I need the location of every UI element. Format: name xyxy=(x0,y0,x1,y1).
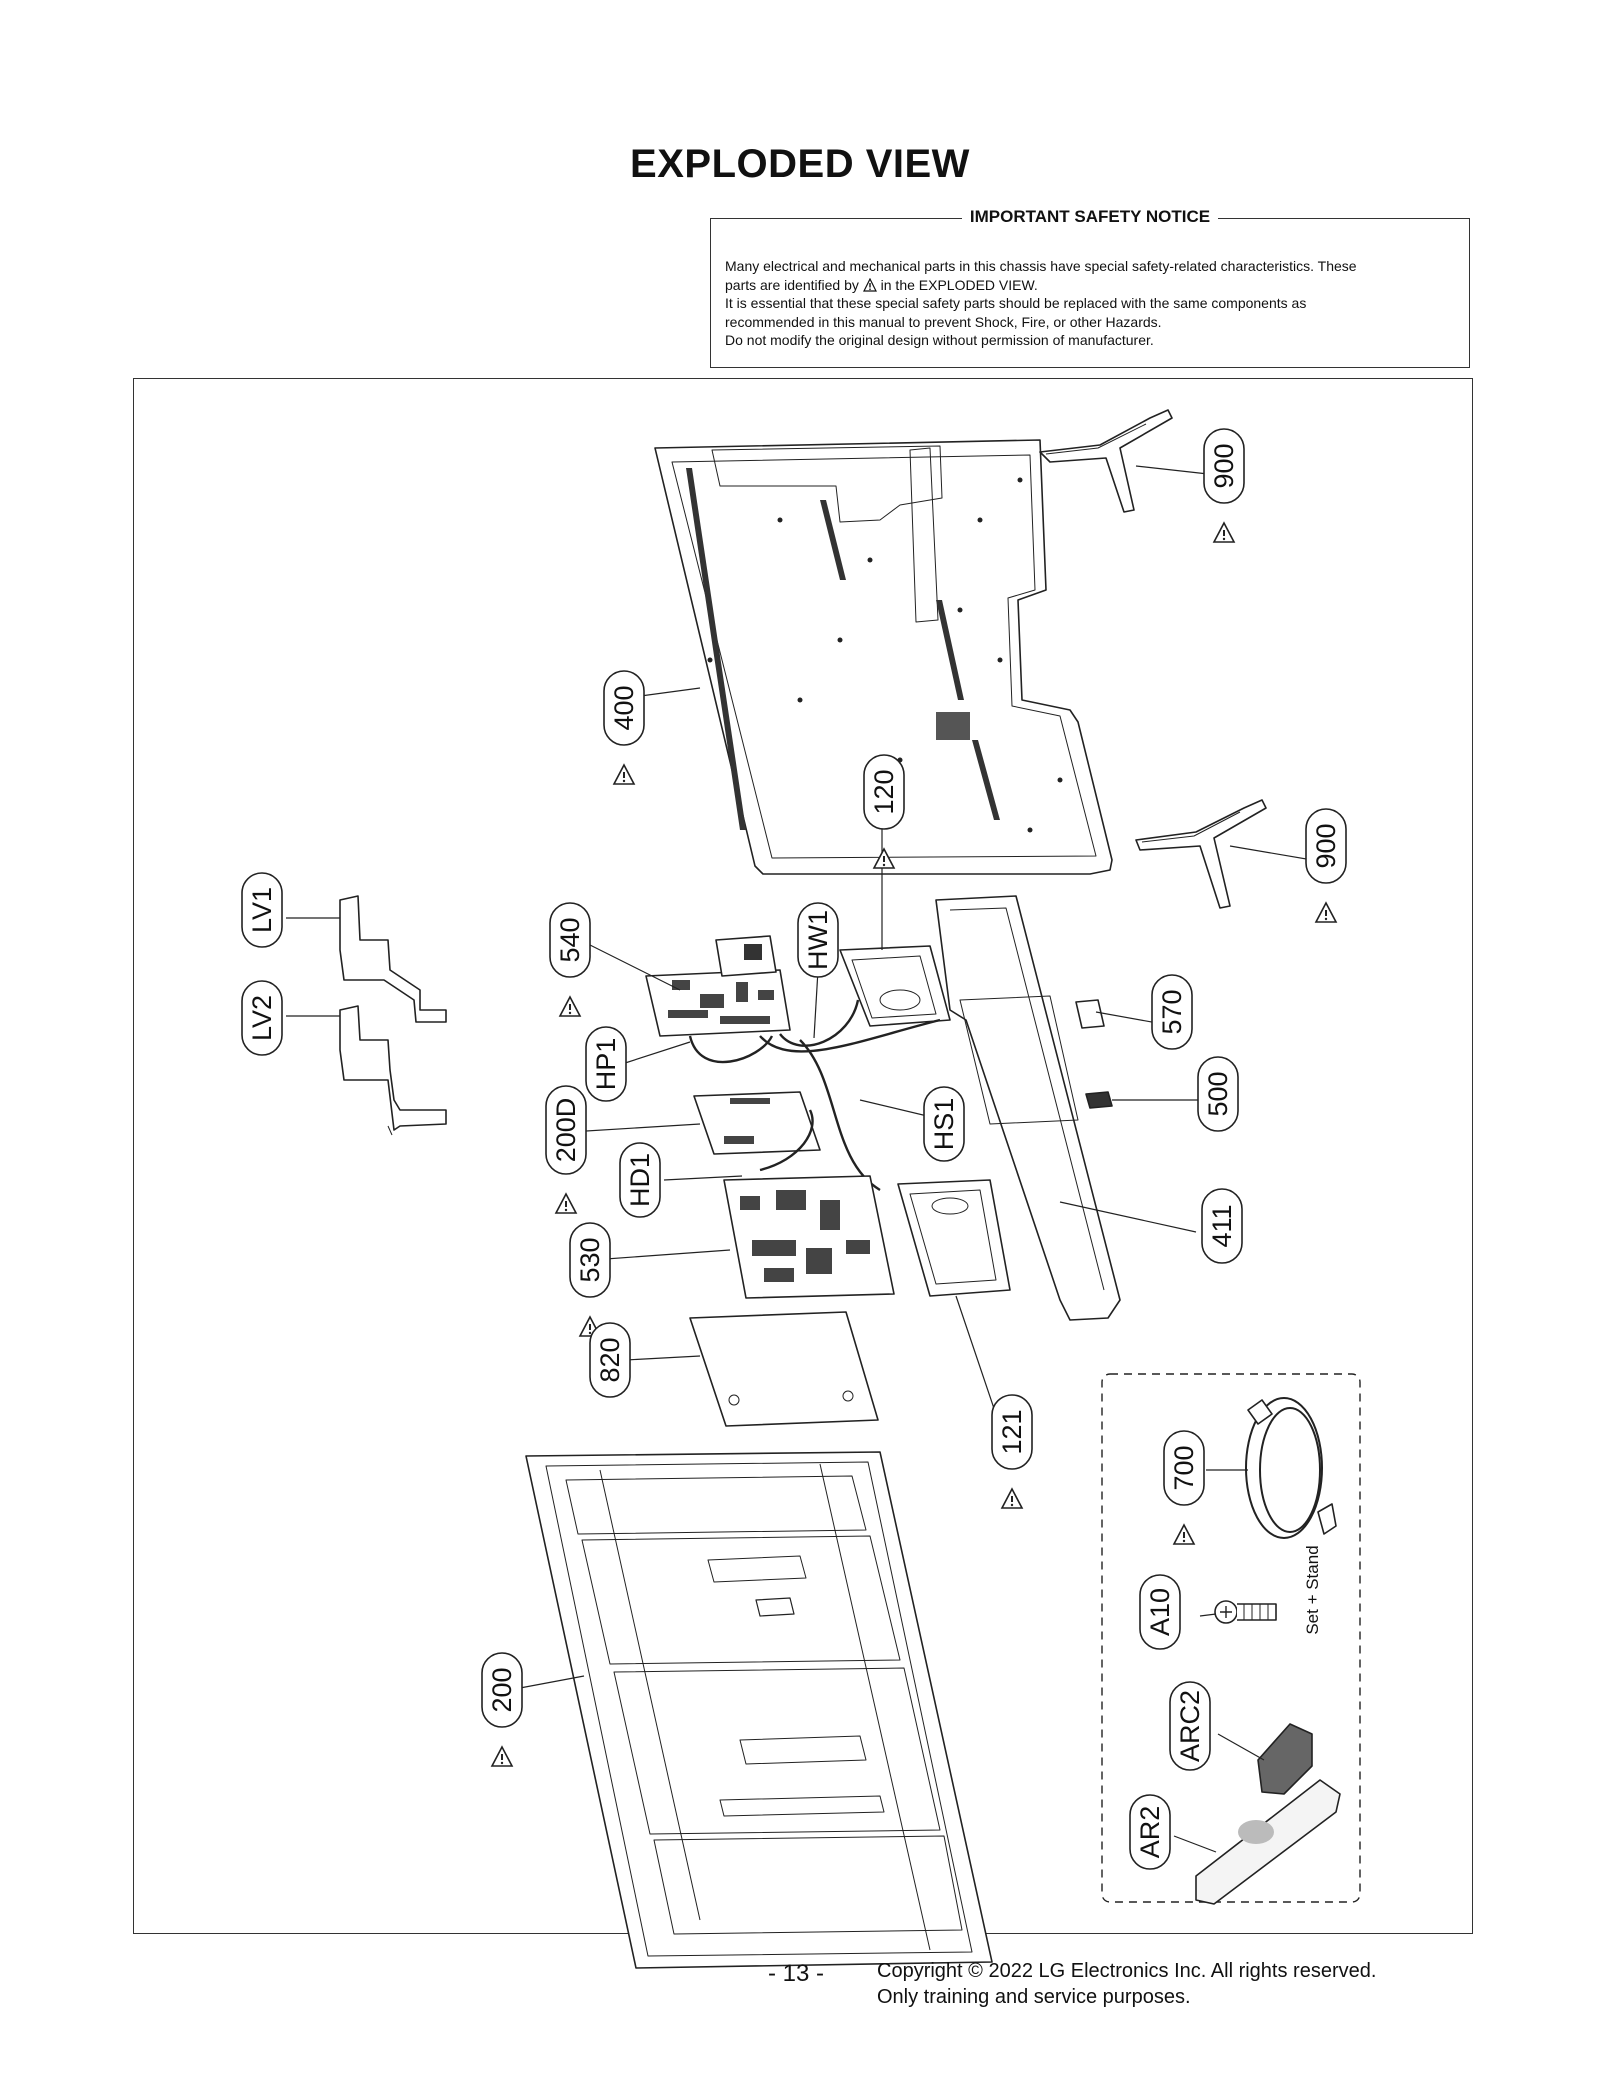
callout-label: 530 xyxy=(575,1237,605,1282)
callout-hp1: HP1 xyxy=(585,1026,627,1102)
callout-label: 700 xyxy=(1169,1445,1199,1490)
lvds-cable-2-part xyxy=(339,1005,447,1136)
callout-hs1: HS1 xyxy=(923,1086,965,1162)
callout-label: 500 xyxy=(1203,1071,1233,1116)
callout-label: 200D xyxy=(551,1098,581,1163)
page-title: EXPLODED VIEW xyxy=(630,142,970,186)
callout-a10: A10 xyxy=(1139,1574,1181,1650)
callout-label: LV2 xyxy=(247,995,277,1041)
copyright-line: Copyright © 2022 LG Electronics Inc. All… xyxy=(877,1960,1377,1982)
stand-screw-part xyxy=(1214,1600,1277,1624)
callout-label: AR2 xyxy=(1135,1806,1165,1859)
wifi-module-part xyxy=(715,935,777,977)
warning-triangle-icon xyxy=(612,763,636,785)
safety-notice-line: recommended in this manual to prevent Sh… xyxy=(725,313,1162,330)
accessory-box-label: Set + Stand xyxy=(1303,1545,1322,1634)
copyright-notice: Copyright © 2022 LG Electronics Inc. All… xyxy=(877,1958,1376,2010)
callout-label: 540 xyxy=(555,917,585,962)
callout-label: HW1 xyxy=(803,910,833,970)
power-key-part xyxy=(1085,1091,1113,1109)
safety-notice-line: parts are identified by xyxy=(725,276,859,293)
speaker-upper-part xyxy=(839,945,951,1027)
accessory-box xyxy=(1101,1373,1361,1903)
callout-label: ARC2 xyxy=(1175,1690,1205,1762)
callout-hd1: HD1 xyxy=(619,1142,661,1218)
callout-label: 400 xyxy=(609,685,639,730)
remote-control-part xyxy=(1195,1723,1341,1905)
callout-400: 400 xyxy=(603,670,645,785)
callout-700: 700 xyxy=(1163,1430,1205,1545)
safety-notice-heading: IMPORTANT SAFETY NOTICE xyxy=(961,207,1219,226)
callout-lv1: LV1 xyxy=(241,872,283,948)
callout-label: A10 xyxy=(1145,1588,1175,1636)
back-cover-part xyxy=(654,439,1113,875)
callout-label: 570 xyxy=(1157,989,1187,1034)
callout-120: 120 xyxy=(863,754,905,869)
copyright-line: Only training and service purposes. xyxy=(877,1986,1191,2008)
safety-notice-box: IMPORTANT SAFETY NOTICE Many electrical … xyxy=(710,207,1470,368)
callout-label: HD1 xyxy=(625,1153,655,1207)
callout-label: 411 xyxy=(1207,1204,1237,1247)
callout-121: 121 xyxy=(991,1394,1033,1509)
safety-notice-line: Do not modify the original design withou… xyxy=(725,332,1154,348)
callout-label: 900 xyxy=(1209,443,1239,488)
page-number: - 13 - xyxy=(768,1960,825,1987)
safety-notice-line: It is essential that these special safet… xyxy=(725,295,1307,311)
warning-triangle-icon xyxy=(490,1745,514,1767)
callout-500: 500 xyxy=(1197,1056,1239,1132)
callout-411: 411 xyxy=(1201,1188,1243,1264)
frame-part xyxy=(935,895,1121,1321)
warning-triangle-icon xyxy=(1314,901,1338,923)
stand-leg-lower-part xyxy=(1135,799,1267,909)
lvds-cable-1-part xyxy=(339,895,447,1023)
callout-200d: 200D xyxy=(545,1085,587,1214)
callout-540: 540 xyxy=(549,902,591,1017)
callout-label: 200 xyxy=(487,1667,517,1712)
ir-board-part xyxy=(1075,999,1105,1029)
speaker-lower-part xyxy=(897,1179,1011,1297)
safety-notice-text: Many electrical and mechanical parts in … xyxy=(725,257,1455,350)
main-board-part xyxy=(645,969,791,1037)
insulator-sheet-part xyxy=(689,1311,879,1427)
warning-triangle-icon xyxy=(872,847,896,869)
safety-notice-line: in the EXPLODED VIEW. xyxy=(880,276,1038,293)
callout-hw1: HW1 xyxy=(797,902,839,978)
display-module-part xyxy=(525,1451,993,1969)
power-cord-part xyxy=(1245,1397,1337,1539)
callout-label: 121 xyxy=(997,1409,1027,1454)
warning-triangle-icon xyxy=(554,1192,578,1214)
timing-board-part xyxy=(693,1091,821,1155)
callout-900: 900 xyxy=(1203,428,1245,543)
callout-arc2: ARC2 xyxy=(1169,1681,1211,1771)
warning-triangle-icon xyxy=(1212,521,1236,543)
callout-label: 820 xyxy=(595,1337,625,1382)
stand-leg-upper-part xyxy=(1039,409,1173,513)
callout-label: LV1 xyxy=(247,887,277,933)
callout-lv2: LV2 xyxy=(241,980,283,1056)
callout-label: 120 xyxy=(869,769,899,814)
warning-triangle-icon xyxy=(558,995,582,1017)
callout-ar2: AR2 xyxy=(1129,1794,1171,1870)
warning-triangle-icon xyxy=(1000,1487,1024,1509)
callout-label: HP1 xyxy=(591,1038,621,1091)
callout-530: 530 xyxy=(569,1222,611,1337)
callout-label: HS1 xyxy=(929,1098,959,1151)
safety-notice-line: Many electrical and mechanical parts in … xyxy=(725,258,1357,274)
warning-triangle-icon xyxy=(1172,1523,1196,1545)
power-board-part xyxy=(723,1175,895,1299)
callout-570: 570 xyxy=(1151,974,1193,1050)
callout-200: 200 xyxy=(481,1652,523,1767)
callout-900: 900 xyxy=(1305,808,1347,923)
callout-820: 820 xyxy=(589,1322,631,1398)
callout-label: 900 xyxy=(1311,823,1341,868)
warning-triangle-icon xyxy=(862,277,877,292)
